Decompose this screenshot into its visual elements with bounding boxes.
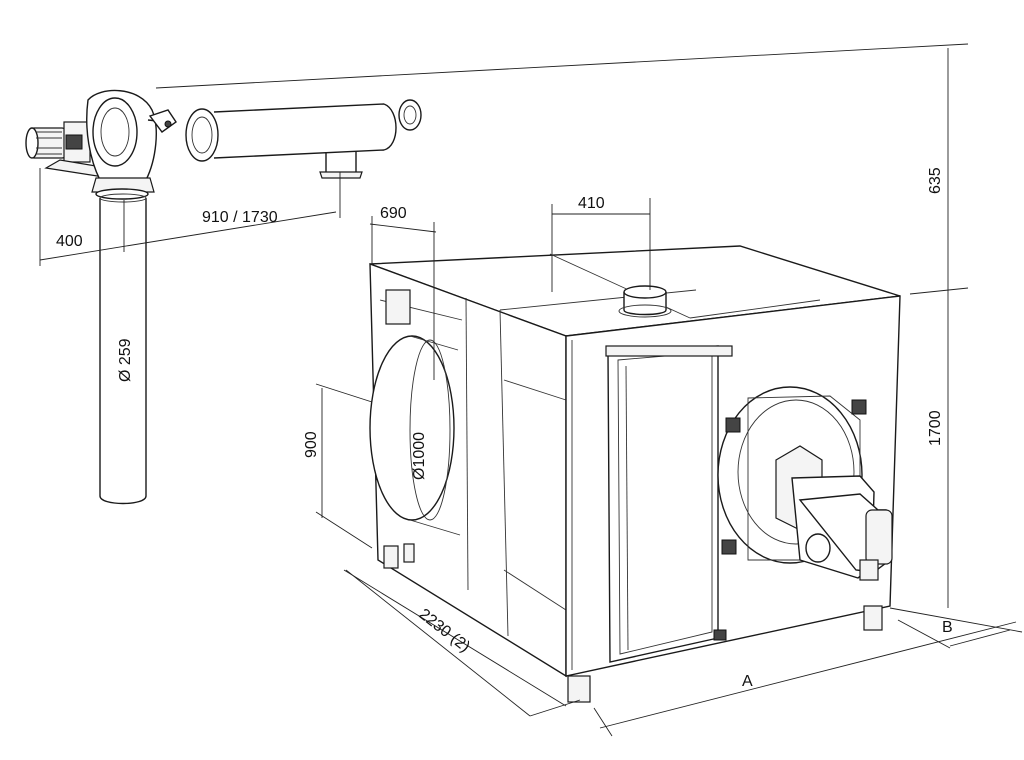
heater-cabinet: [369, 245, 901, 703]
label-b: B: [942, 619, 953, 636]
pipe-end-cap: [398, 99, 422, 131]
label-910-1730: 910 / 1730: [202, 209, 278, 226]
vertical-flue-pipe: [99, 193, 147, 505]
label-400: 400: [56, 233, 83, 250]
chimney-collar: [618, 285, 672, 318]
label-900: 900: [303, 431, 320, 458]
side-vent: [385, 289, 411, 325]
access-door: [605, 345, 733, 663]
label-635: 635: [927, 167, 944, 194]
burner-assembly: [717, 386, 893, 581]
rear-leg: [863, 605, 883, 631]
dimension-lines: [39, 43, 1023, 737]
label-d1000: Ø1000: [411, 432, 428, 480]
blower-fan-assembly: [25, 89, 177, 200]
front-leg: [567, 675, 591, 703]
label-a: A: [742, 673, 753, 690]
air-outlet-ring: [369, 335, 461, 536]
label-410: 410: [578, 195, 605, 212]
label-690: 690: [380, 205, 407, 222]
label-d259: Ø 259: [117, 338, 134, 382]
horizontal-t-pipe: [185, 103, 397, 179]
fan-volute-housing: [86, 89, 177, 200]
label-1700: 1700: [927, 410, 944, 446]
